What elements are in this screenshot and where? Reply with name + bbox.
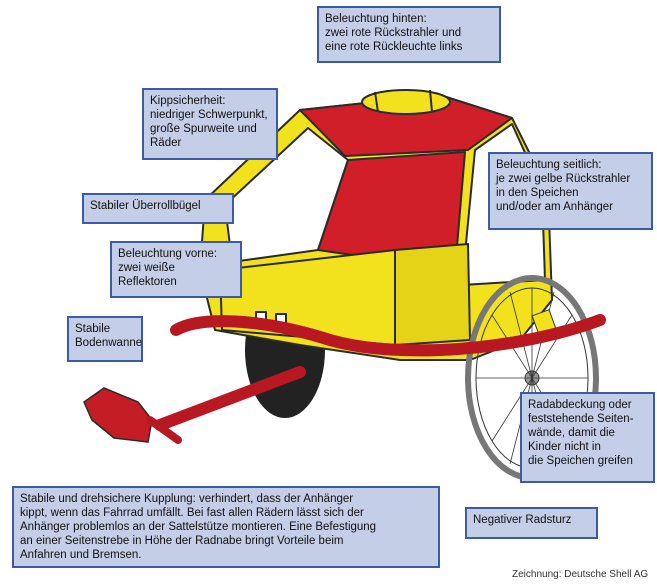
floor-pan-callout: Stabile Bodenwanne: [67, 316, 143, 362]
image-credit: Zeichnung: Deutsche Shell AG: [512, 569, 648, 580]
rear-lighting-callout: Beleuchtung hinten: zwei rote Rückstrahl…: [317, 6, 501, 63]
roll-bar-callout: Stabiler Überrollbügel: [82, 193, 234, 224]
camber-callout: Negativer Radsturz: [465, 507, 598, 539]
wheel-cover-callout: Radabdeckung oder feststehende Seiten- w…: [520, 392, 655, 483]
side-lighting-callout: Beleuchtung seitlich: je zwei gelbe Rück…: [488, 152, 653, 230]
coupling-callout: Stabile und drehsichere Kupplung: verhin…: [12, 486, 440, 568]
front-lighting-callout: Beleuchtung vorne: zwei weiße Reflektore…: [110, 241, 242, 298]
tip-safety-callout: Kippsicherheit: niedriger Schwerpunkt, g…: [142, 88, 278, 160]
